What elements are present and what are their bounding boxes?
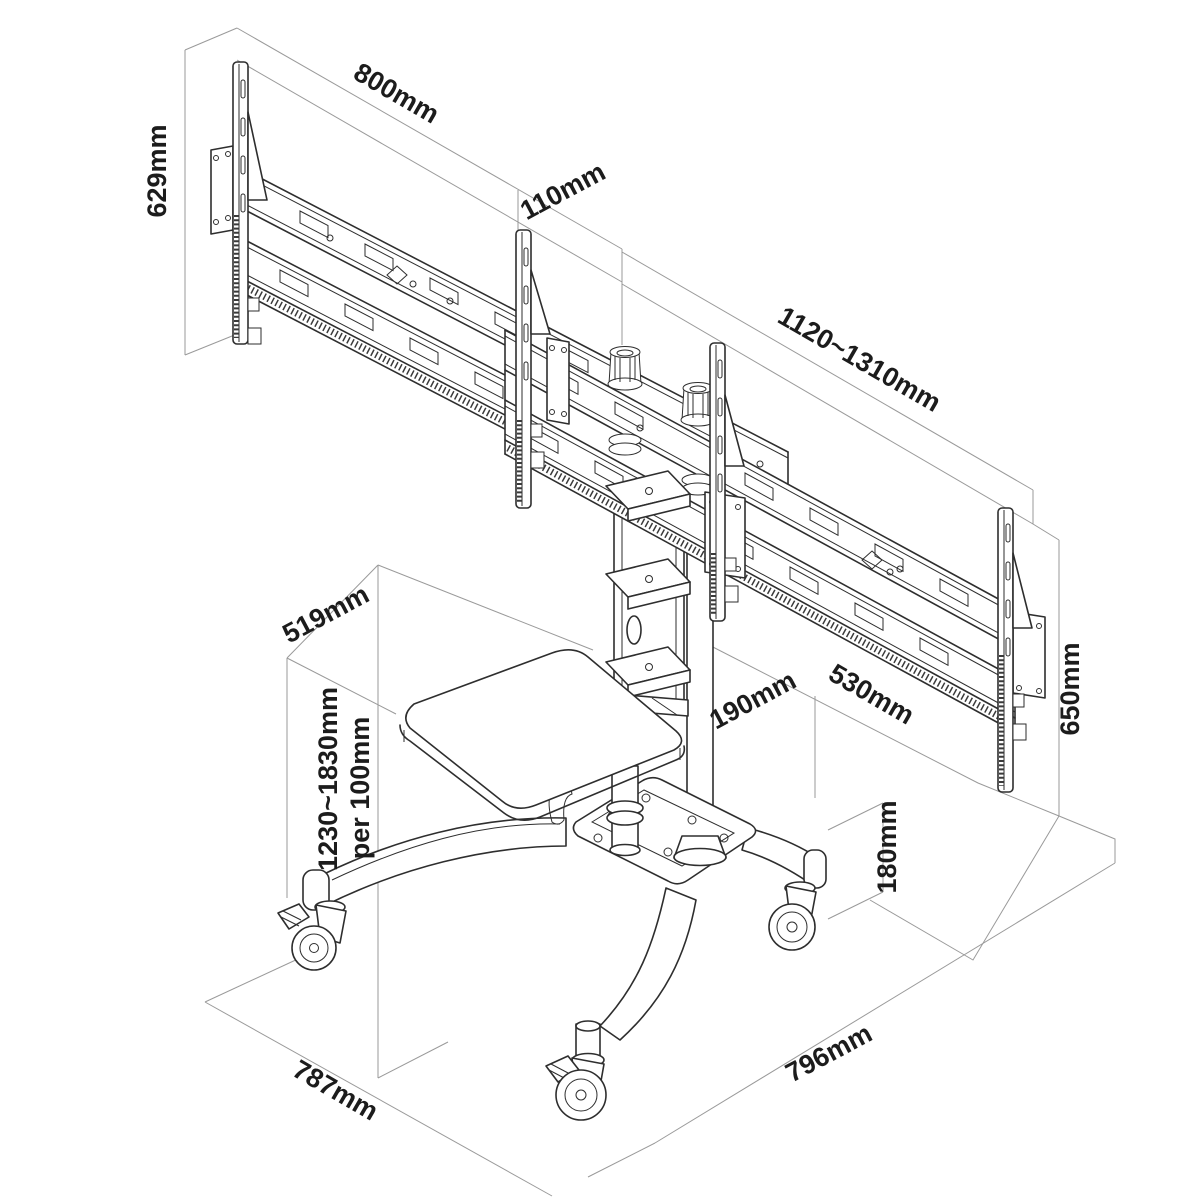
front-leg bbox=[599, 887, 697, 1041]
caster-right bbox=[768, 881, 817, 951]
dim-bracket-height-right: 650mm bbox=[1055, 642, 1085, 735]
base-assembly bbox=[277, 765, 827, 1121]
bracket-1 bbox=[210, 61, 268, 345]
shelf bbox=[399, 649, 686, 821]
tilt-knobs bbox=[607, 346, 716, 496]
crossbar-rail-right bbox=[504, 329, 1016, 733]
dim-caster-height: 180mm bbox=[872, 800, 902, 893]
dim-rail-span: 1120~1310mm bbox=[773, 301, 946, 418]
caster-left bbox=[277, 900, 347, 971]
dim-base-width: 796mm bbox=[781, 1018, 877, 1088]
cable-hole bbox=[626, 615, 642, 645]
dim-shelf-depth: 519mm bbox=[278, 579, 374, 649]
dim-bracket-height-left: 629mm bbox=[142, 124, 172, 217]
bracket-2 bbox=[515, 229, 570, 509]
dim-height-range-line1: 1230~1830mm bbox=[313, 687, 343, 871]
dim-column-offset: 190mm bbox=[705, 665, 801, 735]
caster-front bbox=[545, 1020, 607, 1121]
dim-bracket-width: 800mm bbox=[349, 57, 445, 130]
dim-base-depth: 787mm bbox=[288, 1054, 384, 1127]
bracket-4 bbox=[997, 507, 1046, 793]
dim-height-range-line2: per 100mm bbox=[345, 717, 375, 860]
construction-lines bbox=[184, 27, 1116, 1197]
bracket-3 bbox=[704, 342, 746, 622]
vesa-brackets bbox=[210, 61, 1046, 793]
